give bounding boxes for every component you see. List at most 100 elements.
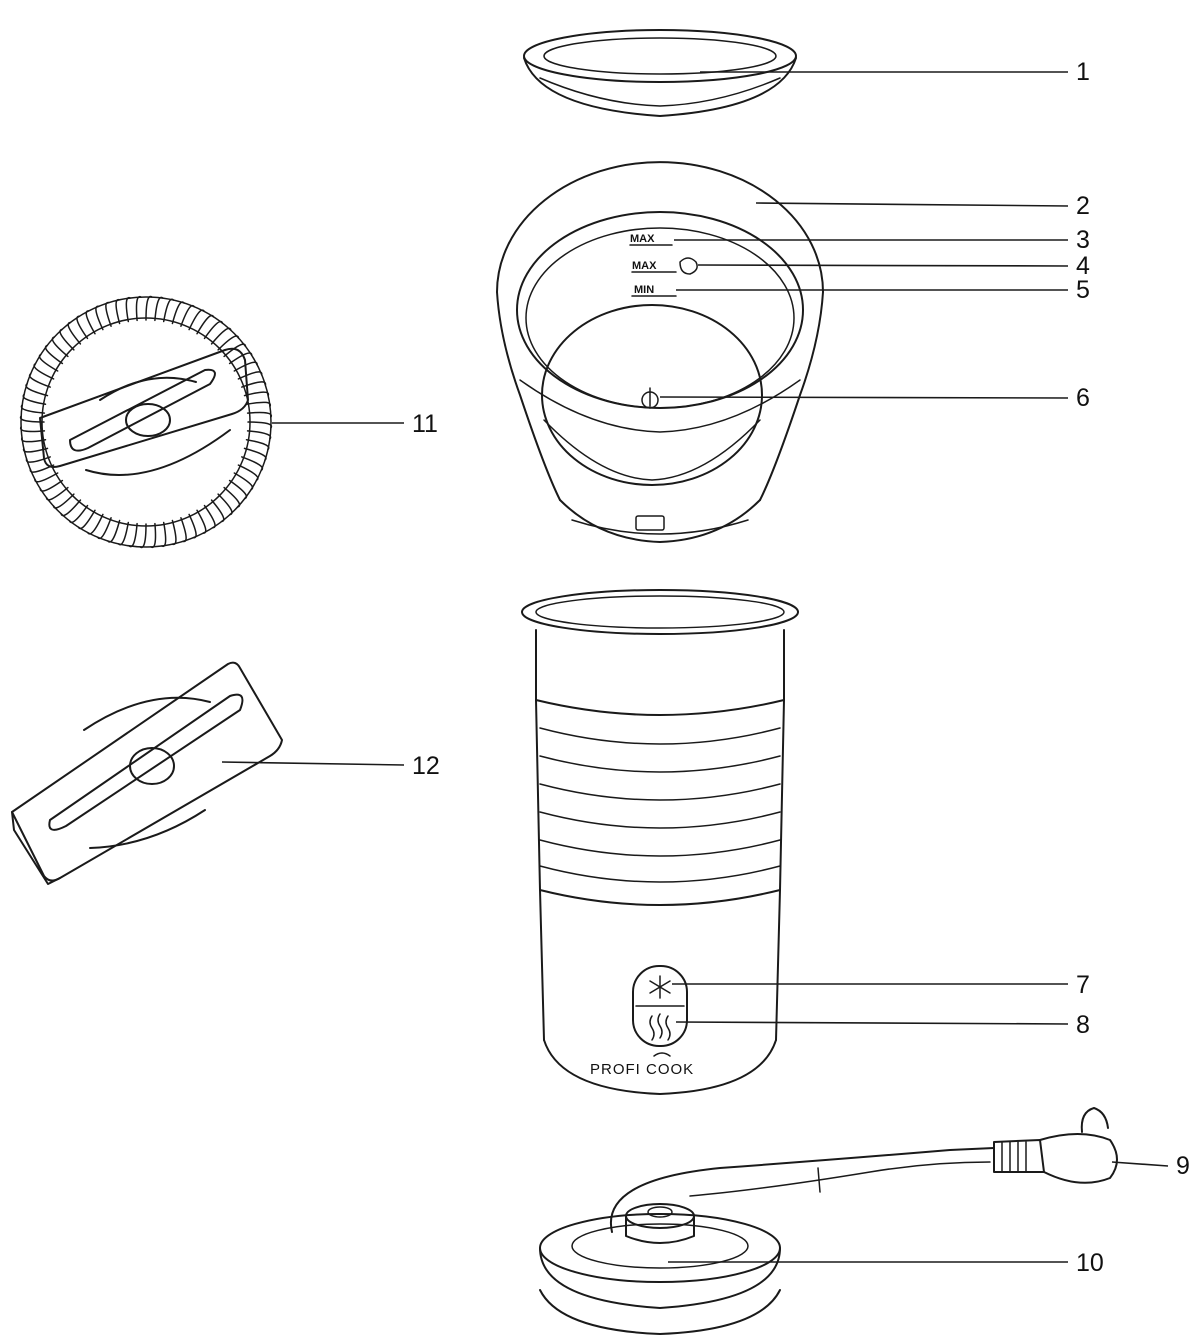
spring-coil bbox=[203, 504, 216, 529]
callout-label-12: 12 bbox=[412, 752, 440, 780]
spring-coil bbox=[39, 479, 64, 492]
spring-coil bbox=[223, 343, 247, 358]
plug-icon bbox=[993, 1107, 1118, 1184]
spring-coil bbox=[19, 426, 46, 433]
spring-coil bbox=[59, 328, 75, 351]
snowflake-icon[interactable] bbox=[649, 975, 671, 999]
spring-coil bbox=[51, 336, 69, 358]
spring-coil bbox=[150, 522, 157, 549]
spring-coil bbox=[196, 314, 215, 335]
spring-coil bbox=[95, 305, 104, 331]
spring-coil bbox=[171, 519, 177, 546]
callout-label-1: 1 bbox=[1076, 58, 1090, 86]
spring-coil bbox=[245, 438, 270, 451]
spring-coil bbox=[162, 298, 175, 323]
spring-coil bbox=[125, 296, 131, 323]
spring-coil bbox=[68, 504, 89, 524]
spring-coil bbox=[128, 522, 138, 548]
callout-label-4: 4 bbox=[1076, 252, 1090, 280]
spring-coil bbox=[161, 521, 167, 548]
leader-line-6 bbox=[659, 396, 1069, 399]
spring-coil bbox=[67, 321, 82, 345]
spring-coil bbox=[105, 301, 112, 327]
spring-coil bbox=[241, 456, 264, 472]
spring-coil bbox=[246, 430, 272, 440]
leader-line-12 bbox=[221, 761, 405, 766]
spring-coil bbox=[115, 298, 121, 325]
spring-coil bbox=[237, 464, 259, 481]
spring-coil bbox=[237, 371, 263, 380]
spring-coil bbox=[217, 493, 233, 516]
spring-coil bbox=[217, 335, 240, 351]
spring-coil bbox=[52, 493, 75, 509]
callout-label-9: 9 bbox=[1176, 1152, 1190, 1180]
leader-line-8 bbox=[675, 1021, 1069, 1025]
whisk-part bbox=[11, 661, 283, 885]
spring-coil bbox=[233, 361, 258, 372]
spring-coil bbox=[246, 411, 273, 418]
spring-coil bbox=[87, 513, 104, 535]
spring-coil bbox=[145, 295, 153, 321]
leader-line-2 bbox=[755, 202, 1069, 207]
spring-coil bbox=[20, 404, 46, 414]
callout-label-11: 11 bbox=[412, 410, 438, 438]
power-base-part bbox=[539, 1107, 1118, 1335]
spring-coil bbox=[44, 344, 64, 365]
max-foam-mark: MAX bbox=[632, 260, 657, 272]
spring-coil bbox=[22, 393, 47, 406]
callout-label-6: 6 bbox=[1076, 384, 1090, 412]
spring-coil bbox=[196, 509, 207, 534]
spring-coil bbox=[154, 296, 164, 322]
spring-coil bbox=[247, 421, 273, 429]
spring-coil bbox=[25, 456, 51, 463]
callout-label-5: 5 bbox=[1076, 276, 1090, 304]
spring-coil bbox=[38, 353, 59, 372]
spring-coil bbox=[188, 309, 205, 331]
spring-coil bbox=[107, 519, 121, 543]
spring-coil bbox=[77, 509, 96, 530]
spring-coil bbox=[180, 517, 187, 543]
callout-label-10: 10 bbox=[1076, 1249, 1104, 1277]
spring-coil bbox=[171, 301, 185, 325]
spring-coil bbox=[243, 447, 267, 461]
callout-label-3: 3 bbox=[1076, 226, 1090, 254]
leader-line-9 bbox=[1111, 1161, 1169, 1167]
brand-logo-text: PROFI COOK bbox=[590, 1061, 694, 1078]
spring-coil bbox=[34, 472, 59, 483]
spring-coil bbox=[85, 310, 96, 335]
spring-coil bbox=[117, 521, 130, 546]
spring-coil bbox=[203, 320, 224, 340]
min-mark: MIN bbox=[634, 284, 654, 296]
spring-coil bbox=[223, 486, 241, 508]
spring-coil bbox=[210, 327, 232, 345]
spring-coil bbox=[139, 523, 147, 549]
spring-coil bbox=[228, 352, 253, 365]
lid-part bbox=[523, 29, 797, 117]
main-body-part: PROFI COOK bbox=[521, 589, 799, 1095]
spring-coil bbox=[180, 304, 196, 327]
spring-coil bbox=[45, 486, 69, 501]
callout-label-7: 7 bbox=[1076, 971, 1090, 999]
spring-coil bbox=[135, 295, 142, 322]
max-milk-mark: MAX bbox=[630, 233, 655, 245]
spring-coil bbox=[188, 513, 197, 539]
spring-coils bbox=[19, 295, 273, 549]
spring-coil bbox=[228, 479, 248, 500]
callout-label-8: 8 bbox=[1076, 1011, 1090, 1039]
leader-line-4 bbox=[697, 264, 1069, 267]
inner-jug-part: MAX MAX MIN bbox=[496, 161, 824, 543]
spring-coil bbox=[25, 383, 49, 397]
spring-coil bbox=[28, 372, 51, 388]
spring-coil bbox=[233, 472, 254, 491]
whisk-spring-part bbox=[19, 295, 273, 549]
steam-icon[interactable] bbox=[649, 1013, 671, 1041]
spring-coil bbox=[76, 315, 89, 340]
spring-coil bbox=[210, 499, 225, 523]
callout-label-2: 2 bbox=[1076, 192, 1090, 220]
spring-coil bbox=[245, 401, 272, 407]
spring-coil bbox=[60, 499, 82, 517]
spring-coil bbox=[33, 363, 55, 380]
